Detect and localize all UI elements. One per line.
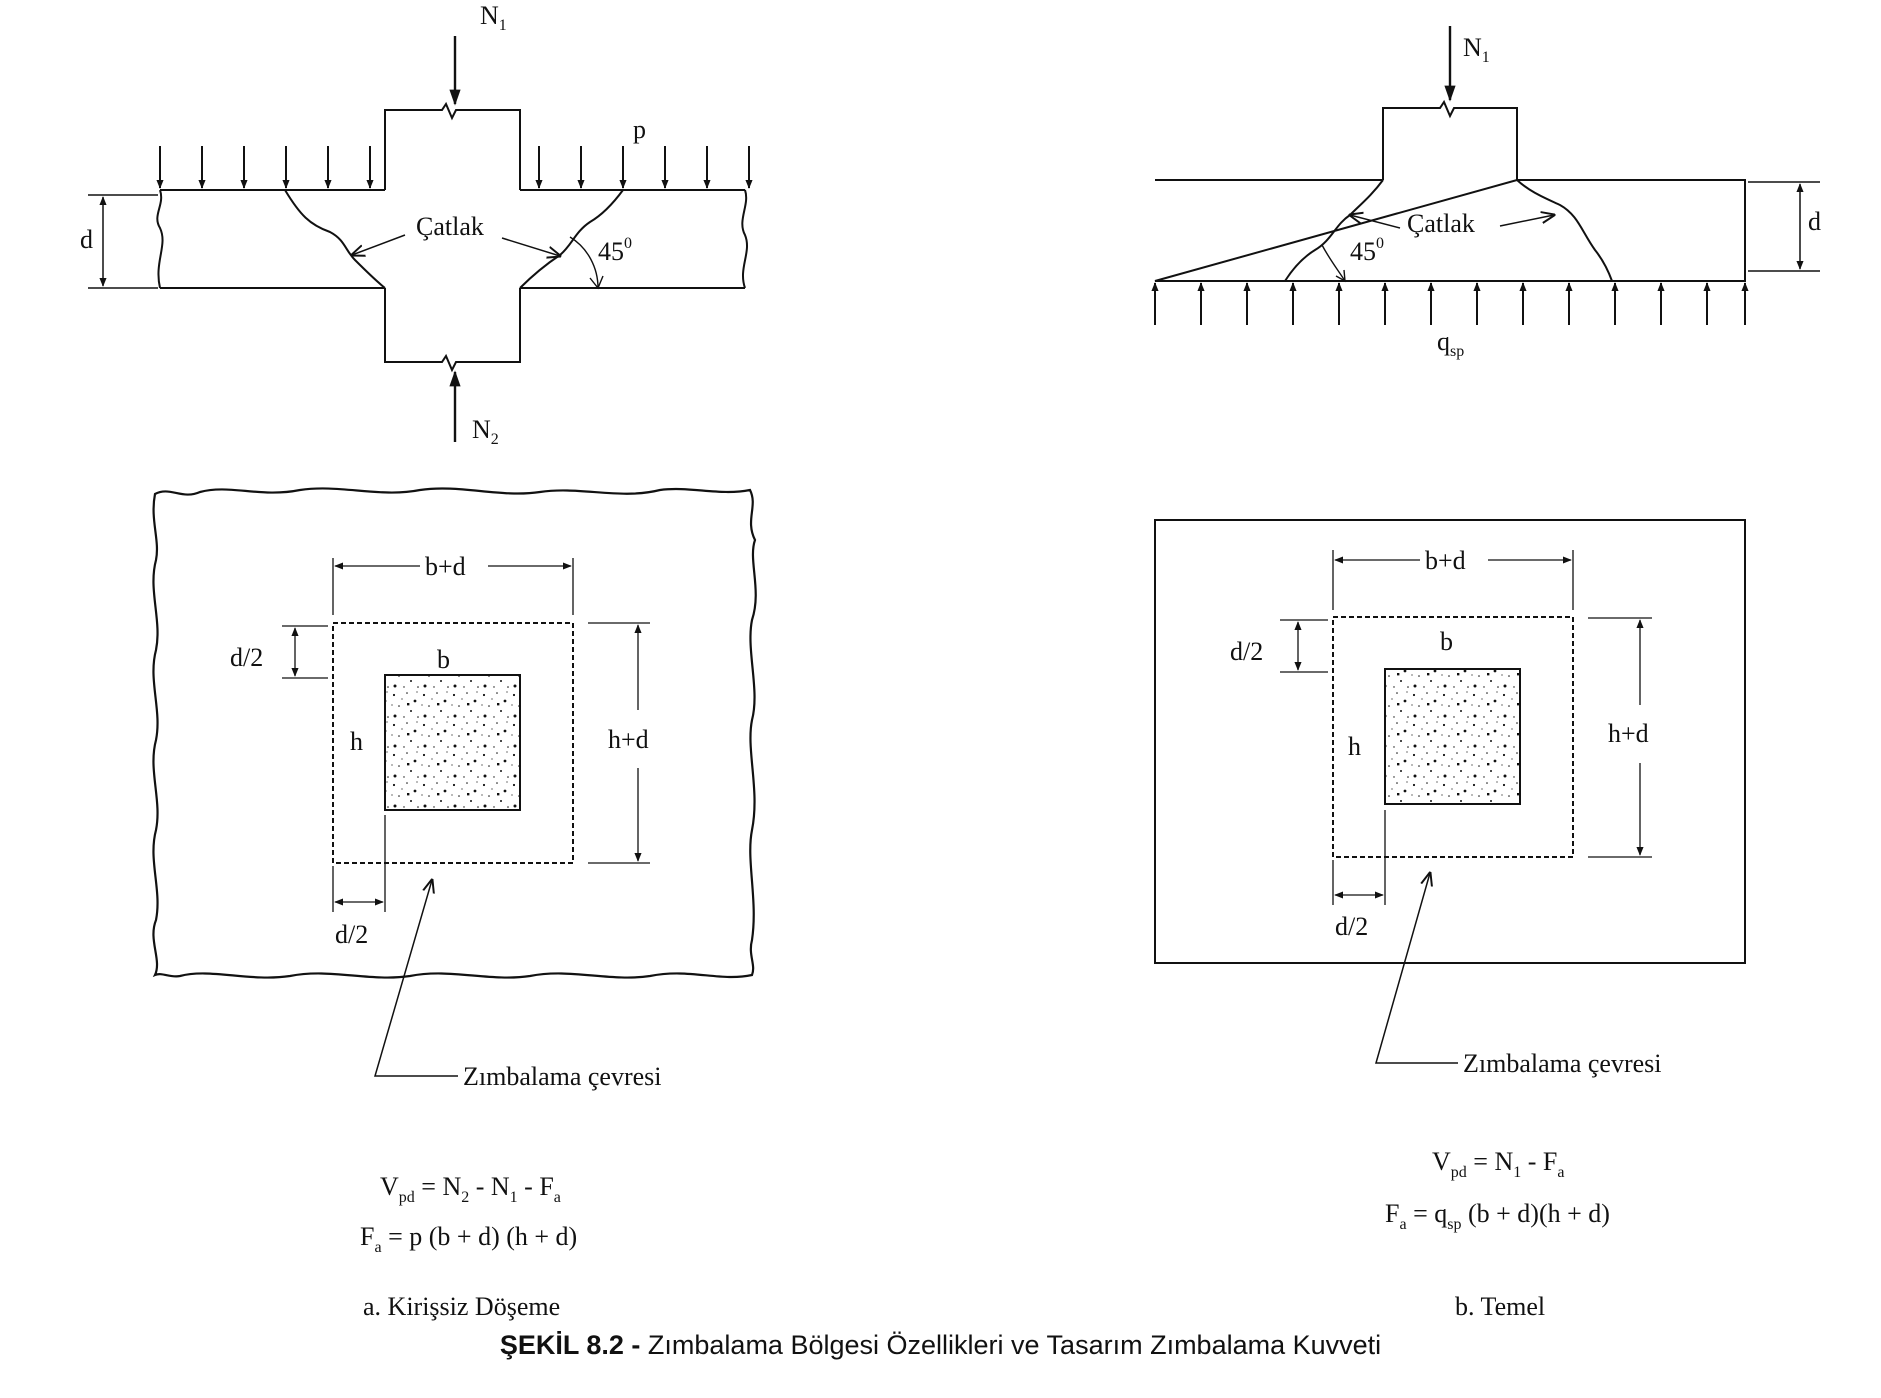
formula-fa: Fa = qsp (b + d)(h + d) (1385, 1199, 1610, 1233)
right-plan-view (1154, 519, 1746, 1064)
right-section-view (1151, 26, 1820, 325)
dim-d-half-bottom: d/2 (335, 920, 368, 949)
right-section-labels: N1 Çatlak 450 d qsp (1350, 33, 1821, 360)
subcaption-a: a. Kirişsiz Döşeme (363, 1292, 560, 1321)
crack-label: Çatlak (416, 212, 484, 241)
perimeter-label: Zımbalama çevresi (1463, 1049, 1662, 1078)
formula-vpd: Vpd = N1 - Fa (1432, 1147, 1564, 1181)
right-formulas: Vpd = N1 - Fa Fa = qsp (b + d)(h + d) b.… (1385, 1147, 1610, 1321)
dim-d-half-left: d/2 (230, 643, 263, 672)
dim-d-half-bottom: d/2 (1335, 912, 1368, 941)
figure-title: Zımbalama Bölgesi Özellikleri ve Tasarım… (640, 1330, 1382, 1360)
load-n1-label: N1 (1463, 33, 1490, 66)
left-plan-view (152, 487, 757, 1077)
load-n2-label: N2 (472, 415, 499, 448)
distributed-load-label: p (633, 115, 646, 144)
left-section-view (88, 36, 753, 442)
soil-pressure-label: qsp (1437, 327, 1464, 360)
column-b-label: b (1440, 627, 1453, 656)
left-plan-labels: b+d h+d d/2 d/2 b h Zımbalama çevresi (230, 552, 662, 1091)
figure-caption: ŞEKİL 8.2 - Zımbalama Bölgesi Özellikler… (0, 1330, 1881, 1361)
dim-d-half-left: d/2 (1230, 637, 1263, 666)
right-plan-labels: b+d h+d d/2 d/2 b h Zımbalama çevresi (1230, 546, 1662, 1078)
thickness-label: d (1808, 207, 1821, 236)
perimeter-label: Zımbalama çevresi (463, 1062, 662, 1091)
column-b-label: b (437, 645, 450, 674)
column-h-label: h (1348, 732, 1361, 761)
angle-label: 450 (598, 235, 632, 266)
dim-b-plus-d: b+d (425, 552, 466, 581)
column-h-label: h (350, 727, 363, 756)
crack-label: Çatlak (1407, 209, 1475, 238)
thickness-label: d (80, 225, 93, 254)
dim-h-plus-d: h+d (1608, 719, 1649, 748)
dim-b-plus-d: b+d (1425, 546, 1466, 575)
left-formulas: Vpd = N2 - N1 - Fa Fa = p (b + d) (h + d… (360, 1172, 577, 1321)
left-section-labels: N1 N2 p d Çatlak 450 (80, 1, 646, 448)
subcaption-b: b. Temel (1455, 1292, 1545, 1321)
dim-h-plus-d: h+d (608, 725, 649, 754)
load-n1-label: N1 (480, 1, 507, 34)
formula-fa: Fa = p (b + d) (h + d) (360, 1222, 577, 1256)
angle-label: 450 (1350, 235, 1384, 266)
figure-number: ŞEKİL 8.2 - (499, 1330, 641, 1360)
formula-vpd: Vpd = N2 - N1 - Fa (380, 1172, 561, 1206)
